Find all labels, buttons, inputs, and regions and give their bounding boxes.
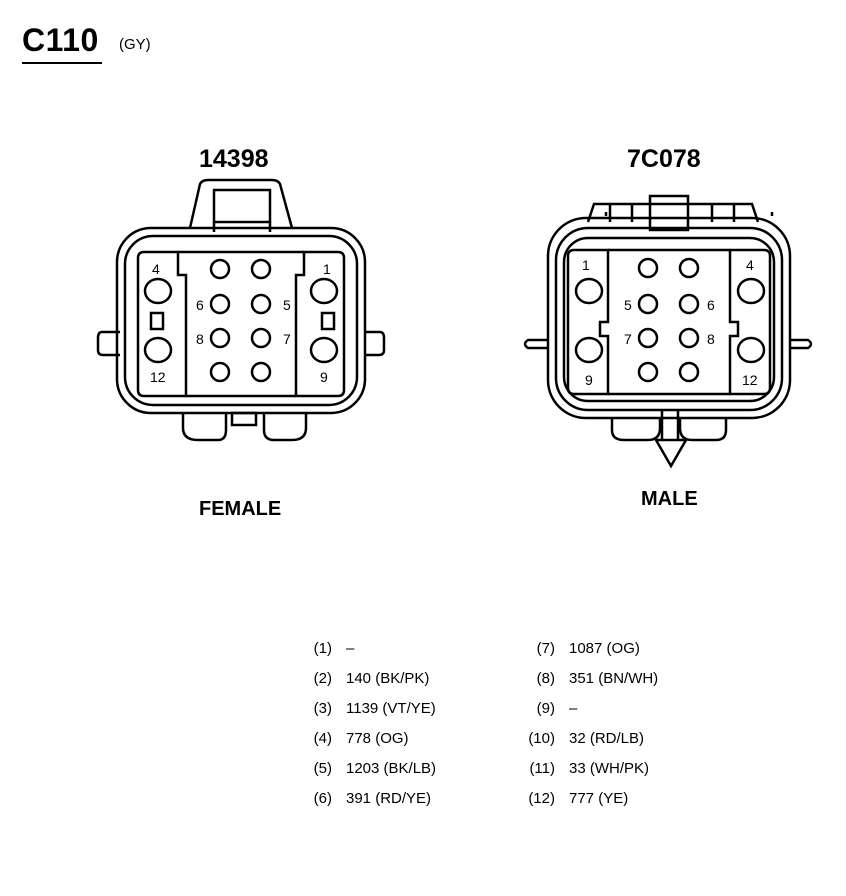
connector-id: C110: [22, 22, 99, 58]
title-underline: [22, 62, 102, 64]
right-part-number: 7C078: [627, 145, 701, 173]
female-pin-label: 6: [196, 297, 204, 313]
pin-circuit: 140 (BK/PK): [346, 670, 430, 687]
female-pin-label: 9: [320, 369, 328, 385]
pin-number: (2): [313, 670, 332, 687]
connector-color-code: (GY): [119, 36, 151, 53]
pin-circuit: 1087 (OG): [569, 640, 640, 657]
male-pin-label: 12: [742, 372, 758, 388]
male-pin-label: 5: [624, 297, 632, 313]
pin-circuit: –: [569, 700, 578, 717]
pin-circuit: 778 (OG): [346, 730, 409, 747]
pin-circuit: 1203 (BK/LB): [346, 760, 437, 777]
left-part-number: 14398: [199, 145, 269, 173]
pin-number: (10): [528, 730, 555, 747]
male-pin-label: 1: [582, 257, 590, 273]
male-pin-label: 6: [707, 297, 715, 313]
pin-circuit: 33 (WH/PK): [569, 760, 650, 777]
female-pin-label: 8: [196, 331, 204, 347]
left-gender-label: FEMALE: [199, 498, 282, 520]
pin-circuit: 1139 (VT/YE): [346, 700, 436, 717]
pin-number: (8): [536, 670, 555, 687]
right-gender-label: MALE: [641, 488, 698, 510]
female-pin-label: 12: [150, 369, 166, 385]
male-pin-label: 4: [746, 257, 754, 273]
pin-circuit: –: [346, 640, 355, 657]
pin-circuit: 351 (BN/WH): [569, 670, 659, 687]
pin-number: (6): [313, 790, 332, 807]
male-pin-label: 9: [585, 372, 593, 388]
female-pin-label: 4: [152, 261, 160, 277]
pin-number: (1): [313, 640, 332, 657]
pin-number: (12): [528, 790, 555, 807]
female-connector-face: [96, 178, 386, 442]
pin-circuit: 32 (RD/LB): [569, 730, 645, 747]
pin-circuit: 391 (RD/YE): [346, 790, 432, 807]
pin-number: (5): [313, 760, 332, 777]
pin-number: (9): [536, 700, 555, 717]
female-pin-label: 5: [283, 297, 291, 313]
male-connector-face: [523, 194, 813, 469]
pin-number: (3): [313, 700, 332, 717]
female-pin-label: 7: [283, 331, 291, 347]
pin-number: (4): [313, 730, 332, 747]
male-pin-label: 7: [624, 331, 632, 347]
pin-number: (11): [529, 760, 555, 777]
male-pin-label: 8: [707, 331, 715, 347]
pin-number: (7): [536, 640, 555, 657]
female-pin-label: 1: [323, 261, 331, 277]
pin-circuit: 777 (YE): [569, 790, 629, 807]
